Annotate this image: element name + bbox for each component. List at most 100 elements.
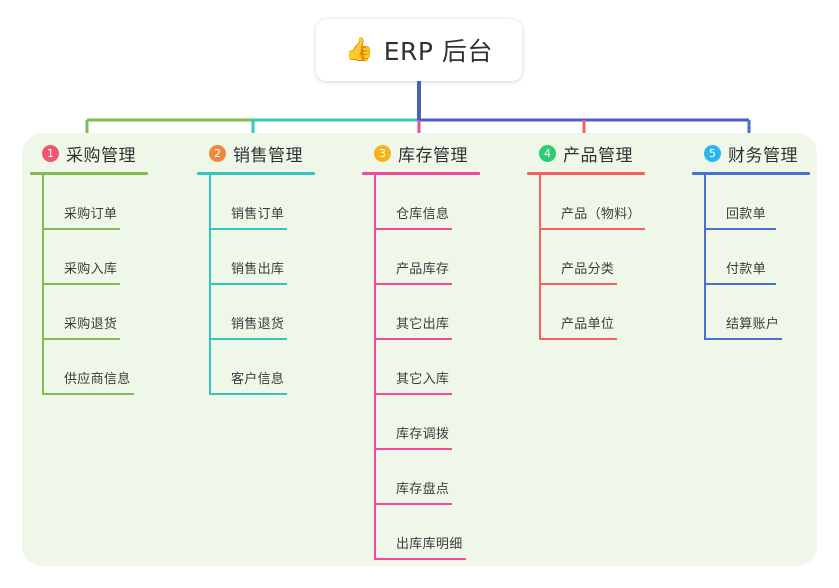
branch-item-label: 客户信息 (231, 372, 285, 387)
branch-item-underline (211, 283, 287, 285)
branch-item-label: 销售退货 (231, 317, 285, 332)
branch-children: 回款单付款单结算账户 (692, 175, 810, 340)
branch-item[interactable]: 出库库明细 (374, 505, 480, 560)
branch-item-label: 其它出库 (396, 317, 450, 332)
branch-item-label: 采购入库 (64, 262, 118, 277)
branch-item-label: 产品库存 (396, 262, 450, 277)
branch-item[interactable]: 产品库存 (374, 230, 480, 285)
branch-item[interactable]: 客户信息 (209, 340, 315, 395)
branch-spine (209, 175, 211, 395)
branch-item[interactable]: 销售出库 (209, 230, 315, 285)
branch-item-label: 采购订单 (64, 207, 118, 222)
branch-item-underline (376, 558, 466, 560)
branch-item-label: 供应商信息 (64, 372, 131, 387)
branch-item[interactable]: 产品分类 (539, 230, 645, 285)
branch-item-underline (376, 283, 452, 285)
branch-item-underline (44, 283, 120, 285)
branch-item[interactable]: 采购退货 (42, 285, 148, 340)
branch-item-label: 采购退货 (64, 317, 118, 332)
branch-item[interactable]: 销售退货 (209, 285, 315, 340)
branch-title: 库存管理 (398, 145, 468, 166)
branch-number-badge: 4 (539, 144, 556, 162)
branch-number-badge: 2 (209, 144, 226, 162)
branch-item-label: 仓库信息 (396, 207, 450, 222)
branch-spine (539, 175, 541, 340)
branch-spine (374, 175, 376, 560)
branch-item-label: 销售出库 (231, 262, 285, 277)
branch-header-1[interactable]: 1 采购管理 (30, 140, 148, 166)
branch-children: 产品（物料） 产品分类产品单位 (527, 175, 645, 340)
branch-item-underline (376, 503, 452, 505)
thumbs-up-icon: 👍 (345, 36, 374, 63)
branch-item-underline (706, 228, 776, 230)
branch-title: 采购管理 (66, 145, 136, 166)
branch-item[interactable]: 采购入库 (42, 230, 148, 285)
branch-item-underline (376, 448, 452, 450)
branch-item-label: 产品分类 (561, 262, 615, 277)
branch-item-underline (211, 228, 287, 230)
branch-item-underline (541, 338, 617, 340)
root-node-card[interactable]: 👍 ERP 后台 (316, 19, 522, 81)
branch-item-label: 出库库明细 (396, 537, 463, 552)
branch-item[interactable]: 销售订单 (209, 175, 315, 230)
branch-item-underline (44, 228, 120, 230)
branch-underline (527, 172, 645, 175)
branch-spine (42, 175, 44, 395)
branch-item[interactable]: 采购订单 (42, 175, 148, 230)
branch-item[interactable]: 库存盘点 (374, 450, 480, 505)
branch-item-underline (706, 283, 776, 285)
branch-item-underline (541, 283, 617, 285)
branch-header-3[interactable]: 3 库存管理 (362, 140, 480, 166)
branch-children: 采购订单采购入库采购退货供应商信息 (30, 175, 148, 395)
branch-item-label: 库存盘点 (396, 482, 450, 497)
branch-item-underline (211, 338, 287, 340)
branch-item-label: 回款单 (726, 207, 766, 222)
branch-header-5[interactable]: 5 财务管理 (692, 140, 810, 166)
branch-item-label: 产品单位 (561, 317, 615, 332)
branch-number-badge: 5 (704, 144, 721, 162)
branch-item-label: 库存调拨 (396, 427, 450, 442)
branch-item[interactable]: 其它入库 (374, 340, 480, 395)
branch-title: 财务管理 (728, 145, 798, 166)
branch-item-underline (706, 338, 782, 340)
branch-number-badge: 1 (42, 144, 59, 162)
branch-item-label: 产品（物料） (561, 207, 641, 222)
branch-children: 仓库信息产品库存其它出库其它入库库存调拨库存盘点出库库明细 (362, 175, 480, 560)
branch-item[interactable]: 其它出库 (374, 285, 480, 340)
branch-item[interactable]: 结算账户 (704, 285, 810, 340)
branch-item-underline (44, 338, 120, 340)
branch-column-3: 3 库存管理仓库信息产品库存其它出库其它入库库存调拨库存盘点出库库明细 (362, 140, 480, 560)
branch-underline (362, 172, 480, 175)
branch-title: 产品管理 (563, 145, 633, 166)
branch-header-4[interactable]: 4 产品管理 (527, 140, 645, 166)
branch-item[interactable]: 产品（物料） (539, 175, 645, 230)
branch-item-label: 结算账户 (726, 317, 780, 332)
branch-underline (30, 172, 148, 175)
branch-item-label: 销售订单 (231, 207, 285, 222)
branch-column-5: 5 财务管理回款单付款单结算账户 (692, 140, 810, 340)
branch-header-2[interactable]: 2 销售管理 (197, 140, 315, 166)
branch-spine (704, 175, 706, 340)
branch-item-underline (211, 393, 287, 395)
branch-item-underline (44, 393, 134, 395)
branch-item[interactable]: 产品单位 (539, 285, 645, 340)
branch-item[interactable]: 供应商信息 (42, 340, 148, 395)
branch-item-underline (376, 338, 452, 340)
branch-item-label: 付款单 (726, 262, 766, 277)
branch-title: 销售管理 (233, 145, 303, 166)
branch-underline (197, 172, 315, 175)
branch-column-2: 2 销售管理销售订单销售出库销售退货客户信息 (197, 140, 315, 395)
root-node-title: ERP 后台 (383, 37, 493, 66)
branch-item[interactable]: 库存调拨 (374, 395, 480, 450)
branch-item[interactable]: 付款单 (704, 230, 810, 285)
branch-item[interactable]: 回款单 (704, 175, 810, 230)
branch-column-1: 1 采购管理采购订单采购入库采购退货供应商信息 (30, 140, 148, 395)
branches-panel (22, 133, 817, 566)
branch-column-4: 4 产品管理产品（物料） 产品分类产品单位 (527, 140, 645, 340)
branch-underline (692, 172, 810, 175)
branch-item[interactable]: 仓库信息 (374, 175, 480, 230)
branch-item-underline (376, 228, 452, 230)
branch-item-underline (376, 393, 452, 395)
branch-number-badge: 3 (374, 144, 391, 162)
branch-item-underline (541, 228, 645, 230)
